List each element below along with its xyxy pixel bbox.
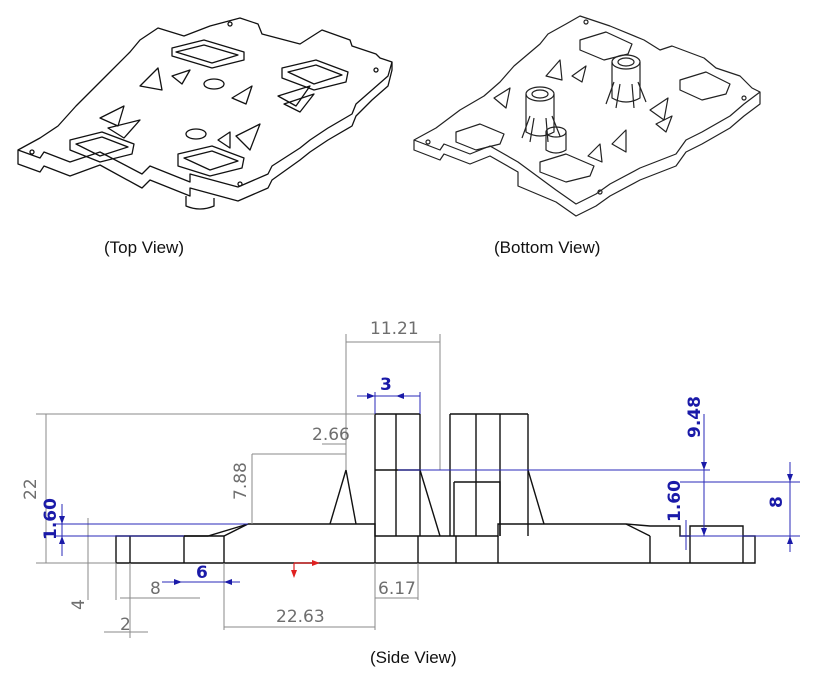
dim-6-17: 6.17 (378, 579, 416, 599)
origin-marker (291, 560, 320, 578)
dimension-lines-blue (54, 392, 800, 583)
dim-7-88: 7.88 (231, 462, 251, 500)
dim-22-63: 22.63 (276, 607, 325, 627)
dim-8-bottom: 8 (150, 579, 161, 599)
dim-4: 4 (69, 599, 89, 610)
dim-22: 22 (21, 478, 41, 500)
dim-9-48: 9.48 (685, 396, 705, 438)
dim-3: 3 (380, 375, 392, 395)
dim-1-60-left: 1.60 (41, 498, 61, 540)
bottom-view-illustration (413, 15, 761, 217)
caption-bottom-view: (Bottom View) (494, 238, 601, 257)
top-view-illustration (17, 17, 393, 210)
dim-2-66: 2.66 (312, 425, 350, 445)
side-view-drawing (115, 413, 756, 564)
dim-6: 6 (196, 563, 208, 583)
dimension-lines-gray (36, 334, 441, 638)
dim-8-right: 8 (767, 496, 787, 508)
caption-side-view: (Side View) (370, 648, 457, 667)
dim-11-21: 11.21 (370, 319, 419, 339)
dim-2: 2 (120, 615, 131, 635)
dim-1-60-right: 1.60 (665, 480, 685, 522)
dimension-arrowheads (59, 393, 793, 585)
caption-top-view: (Top View) (104, 238, 184, 257)
